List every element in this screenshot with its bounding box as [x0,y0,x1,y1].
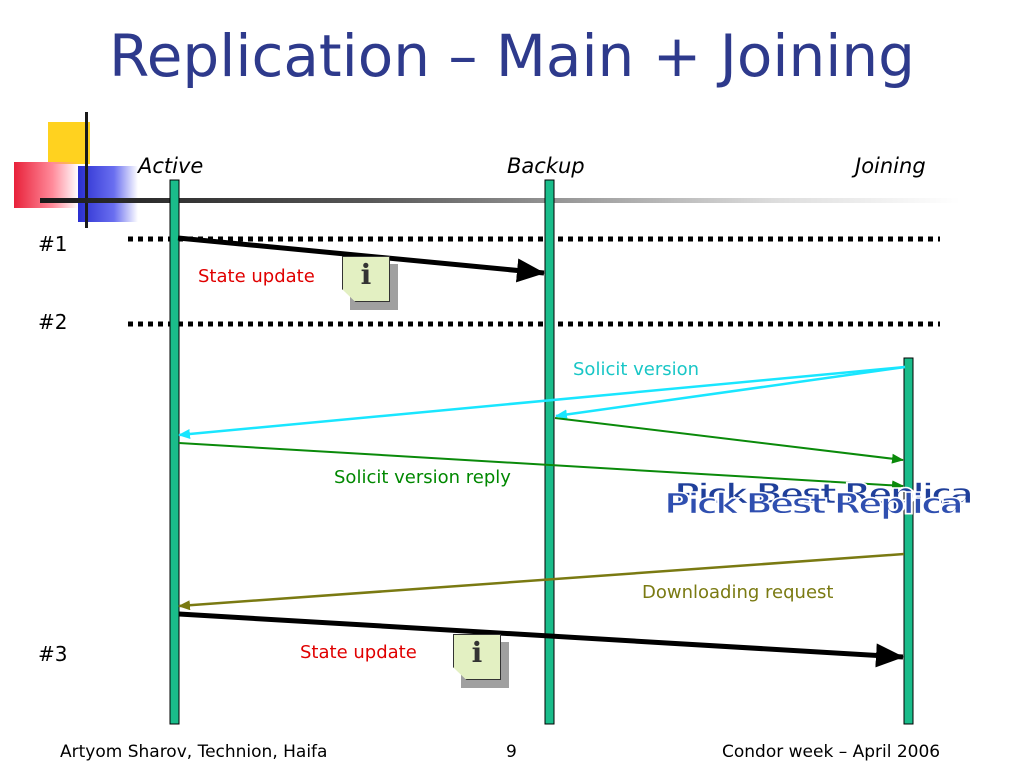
footer-page-number: 9 [506,742,517,762]
arrow-solicit-version-to-backup [555,365,906,420]
row-label-1: #1 [38,232,68,256]
slide-title: Replication – Main + Joining [109,22,915,90]
decorative-vertical-bar [85,112,88,228]
wordart-text: Pick Best Replica [663,487,965,521]
info-glyph: ℹ [360,258,372,291]
lifeline-backup [544,179,555,725]
label-state-update-1: State update [198,266,315,287]
decorative-horizontal-rule [40,198,960,203]
label-state-update-3: State update [300,642,417,663]
decorative-blue-square [78,166,138,222]
label-solicit-version: Solicit version [573,359,700,380]
footer-author: Artyom Sharov, Technion, Haifa [60,742,328,762]
row-label-2: #2 [38,310,68,334]
arrow-reply-from-backup [554,417,904,464]
info-glyph: ℹ [471,636,483,669]
arrow-reply-from-active [178,442,904,491]
actor-backup-label: Backup [507,154,585,178]
row-label-3: #3 [38,642,68,666]
decorative-yellow-square [48,122,90,164]
arrow-state-update-3 [178,611,904,668]
info-note-icon: ℹ [453,634,509,688]
arrow-state-update-1 [177,235,545,283]
wordart-shadow-text: Pick Best Replica [673,477,975,511]
footer-event: Condor week – April 2006 [722,742,941,762]
label-solicit-version-reply: Solicit version reply [334,467,511,488]
actor-joining-label: Joining [855,154,926,178]
pick-best-replica-wordart: Pick Best Replica Pick Best Replica [663,477,975,529]
actor-active-label: Active [138,154,204,178]
label-downloading-request: Downloading request [642,582,834,603]
info-note-icon: ℹ [342,256,398,310]
lifeline-joining [903,357,914,725]
lifeline-active [169,179,180,725]
arrow-downloading-request [178,552,905,611]
arrow-solicit-version-to-active [178,365,906,439]
